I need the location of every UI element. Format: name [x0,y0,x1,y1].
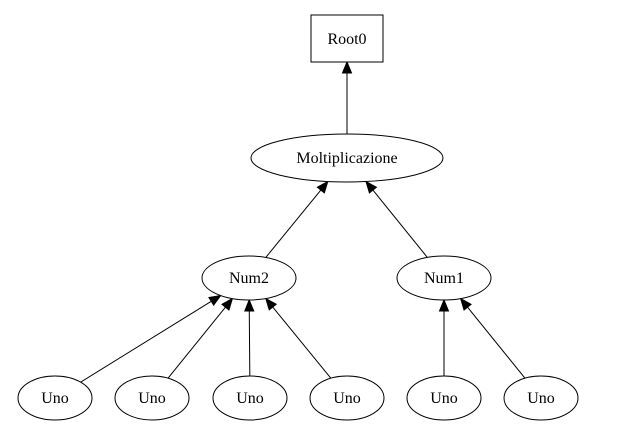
node-uno-4-label: Uno [333,390,361,407]
node-uno-3-ellipse [212,375,288,421]
node-num2-ellipse [201,255,297,301]
node-root: Root0 [310,14,384,63]
node-moltiplicazione-ellipse [250,133,444,183]
node-num2-label: Num2 [229,270,269,287]
node-root-label: Root0 [327,31,366,48]
node-root-box [310,14,384,63]
edge-uno6-to-num1 [467,306,526,379]
node-uno-5: Uno [406,375,482,421]
edge-uno1-to-num2 [80,300,212,383]
node-moltiplicazione-label: Moltiplicazione [296,150,397,167]
node-uno-2-label: Uno [138,390,166,407]
node-uno-6-ellipse [503,375,579,421]
edge-uno4-to-num2 [272,306,332,379]
node-uno-2-ellipse [114,375,190,421]
node-uno-1-ellipse [17,375,93,421]
arrowhead-uno1-to-num2 [208,294,222,307]
node-uno-1: Uno [17,375,93,421]
node-uno-2: Uno [114,375,190,421]
node-num2: Num2 [201,255,297,301]
arrowhead-uno4-to-num2 [264,297,278,311]
edge-num2-to-mult [265,189,322,258]
edges-layer [80,60,526,383]
node-num1-label: Num1 [424,270,464,287]
node-uno-4-ellipse [309,375,385,421]
node-uno-1-label: Uno [41,390,69,407]
arrowhead-uno3-to-num2 [244,298,255,312]
arrowhead-num1-to-mult [365,180,378,194]
node-moltiplicazione: Moltiplicazione [250,133,444,183]
edge-num1-to-mult [372,189,428,258]
edge-uno2-to-num2 [167,306,226,379]
arrowhead-uno2-to-num2 [221,297,234,311]
arrowhead-mult-to-root [341,60,353,74]
arrowhead-num2-to-mult [316,180,329,194]
node-uno-6-label: Uno [527,390,555,407]
node-uno-6: Uno [503,375,579,421]
node-uno-3-label: Uno [236,390,264,407]
node-uno-3: Uno [212,375,288,421]
node-uno-5-ellipse [406,375,482,421]
node-uno-4: Uno [309,375,385,421]
node-uno-5-label: Uno [430,390,458,407]
node-num1: Num1 [396,255,492,301]
edge-uno3-to-num2 [248,310,251,377]
arrowhead-uno5-to-num1 [438,298,450,312]
arrowhead-uno6-to-num1 [459,297,472,311]
node-num1-ellipse [396,255,492,301]
